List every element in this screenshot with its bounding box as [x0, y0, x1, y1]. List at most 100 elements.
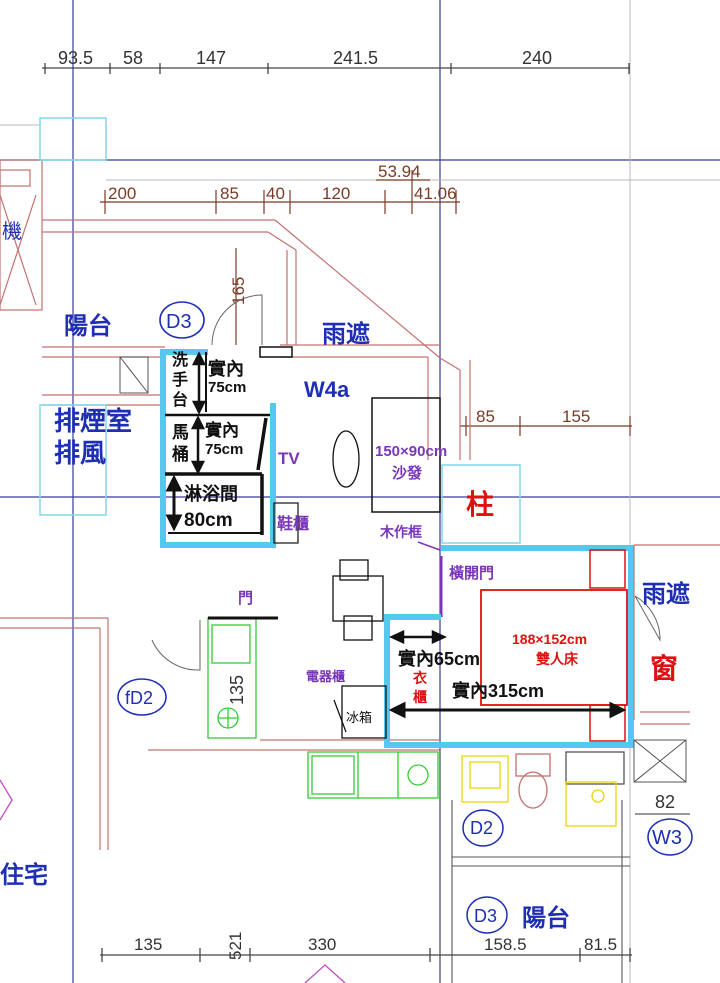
sofa-label: 沙發: [392, 464, 423, 482]
kitchen-counter: [207, 617, 257, 739]
canopy-right-label: 雨遮: [642, 580, 690, 608]
dim-165: 165: [229, 277, 248, 305]
top-dimension-line: [42, 63, 630, 74]
dim-top-4: 241.5: [333, 48, 378, 68]
bathroom-walls: [160, 349, 299, 548]
bottom-walls: [439, 750, 630, 983]
dim-135-side: 135: [227, 675, 247, 705]
dim-bottom-4: 158.5: [484, 935, 527, 954]
kitchen-bottom-counter: [307, 751, 439, 799]
window-door-arc: [634, 595, 661, 642]
door-fd2-label: fD2: [125, 688, 153, 708]
corridor-walls: [148, 219, 471, 751]
fridge-label: 冰箱: [346, 710, 372, 725]
dim-top-3: 147: [196, 48, 226, 68]
room-width-arrow: [388, 701, 627, 719]
dim-second-6: 41.06: [414, 184, 457, 203]
nightstand-bottom: [589, 704, 626, 742]
bed-label: 雙人床: [536, 651, 579, 667]
washbasin-label-2: 手: [172, 370, 188, 389]
toilet-label-1: 馬: [172, 423, 189, 442]
bed: [480, 589, 628, 706]
w4a-label: W4a: [304, 377, 350, 402]
door-d3-top-label: D3: [166, 311, 192, 333]
dim-top-1: 93.5: [58, 48, 93, 68]
dim-bottom-5: 81.5: [584, 935, 617, 954]
fd2-ring: [117, 678, 167, 716]
wood-frame-label: 木作框: [379, 524, 422, 540]
door-label: 門: [238, 590, 253, 607]
window-top-small: [259, 346, 293, 358]
dim-second-3: 40: [266, 184, 285, 203]
toilet-width-label: 75cm: [205, 441, 243, 458]
exhaust-room-label: 排煙室: [54, 406, 132, 436]
nightstand-top: [589, 549, 626, 589]
dining-chairs: [332, 559, 384, 641]
dim-82: 82: [655, 792, 675, 812]
tv-label: TV: [278, 449, 300, 468]
dim-second-1: 200: [108, 184, 136, 203]
dim-top-2: 58: [123, 48, 143, 68]
bed-size-label: 188×152cm: [512, 631, 587, 647]
shower-label: 淋浴間: [184, 483, 238, 504]
sliding-door-label: 橫開門: [449, 564, 494, 582]
balcony-bottom-label: 陽台: [522, 904, 570, 932]
door-d3-arc: [211, 294, 263, 346]
bottom-dimension-line: [100, 948, 632, 962]
coffee-table: [332, 430, 360, 488]
washbasin-label-3: 台: [172, 390, 188, 409]
wardrobe-label-1: 衣: [413, 670, 428, 686]
toilet-inner-label: 實內: [205, 420, 239, 440]
cyan-shaft-left: [39, 404, 107, 516]
sofa-size-label: 150×90cm: [375, 443, 447, 460]
pillar-label: 柱: [466, 489, 494, 520]
basin-arrow: [191, 351, 207, 415]
shower-width-label: 80cm: [184, 510, 233, 531]
sofa: [371, 397, 441, 513]
vent-box-diag: [119, 356, 149, 394]
dim-bottom-3: 330: [308, 935, 336, 954]
left-walls: [0, 159, 275, 850]
machine-room-label: 機: [2, 220, 22, 243]
pillar-box: [441, 464, 521, 544]
door-d2-label: D2: [470, 818, 493, 838]
w3-label: W3: [652, 827, 682, 849]
basin-width-label: 75cm: [208, 379, 246, 396]
diamond-bottom: [304, 964, 346, 983]
appliance-cabinet-label: 電器櫃: [306, 669, 345, 684]
balcony-box-right: [633, 739, 687, 783]
dim-right-1: 85: [476, 407, 495, 426]
wardrobe-depth-label: 實內65cm: [398, 648, 480, 669]
balcony-top-label: 陽台: [64, 312, 112, 340]
balcony-box-diag-2: [633, 739, 687, 783]
wardrobe-label-2: 櫃: [413, 689, 427, 705]
dim-second-2: 85: [220, 184, 239, 203]
exhaust-fan-label: 排風: [54, 438, 106, 468]
door-fd2-arc: [151, 620, 201, 671]
fridge-door-line: [333, 699, 347, 733]
bottom-bathroom: [461, 751, 625, 827]
dim-second-5: 53.94: [378, 162, 421, 181]
door-d3-bottom-label: D3: [474, 906, 497, 926]
cyan-shaft-top: [39, 117, 107, 161]
shoe-cabinet-label: 鞋櫃: [277, 514, 309, 533]
room-width-label: 實內315cm: [452, 680, 544, 701]
dim-top-5: 240: [522, 48, 552, 68]
toilet-arrow: [190, 415, 206, 475]
shower-arrow: [165, 474, 183, 532]
door-d3-bottom-ring: [466, 896, 508, 934]
second-dimension-line: [100, 170, 460, 214]
basin-inner-label: 實內: [208, 358, 244, 379]
wood-frame-arrow: [417, 541, 441, 551]
wardrobe-depth-arrow: [388, 630, 448, 644]
diamond-left: [0, 779, 13, 821]
bedroom-wall: [384, 545, 634, 748]
window-label: 窗: [650, 652, 678, 684]
door-d2-ring: [462, 809, 504, 847]
dim-bottom-1: 135: [134, 935, 162, 954]
d3-top-ring: [159, 301, 205, 339]
washbasin-label-1: 洗: [172, 350, 188, 369]
residence-label: 住宅: [0, 861, 48, 889]
right-walls: [633, 544, 720, 725]
